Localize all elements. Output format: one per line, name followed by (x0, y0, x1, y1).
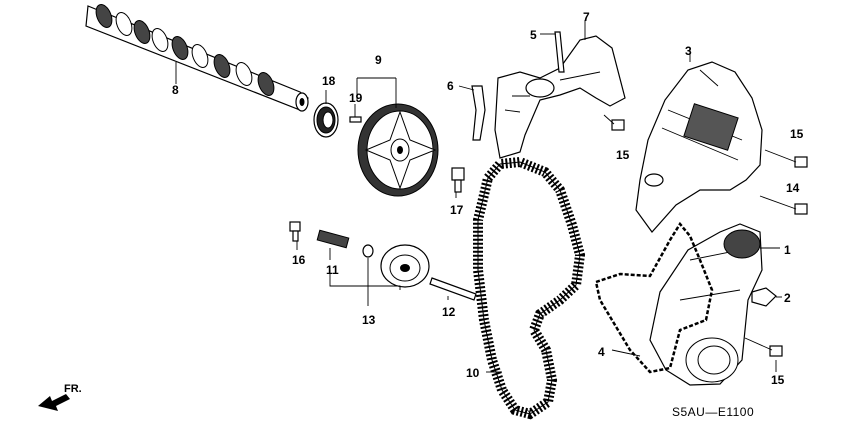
callout-19: 19 (349, 91, 363, 105)
callout-7: 7 (583, 10, 590, 24)
lower-cover (649, 223, 763, 386)
callout-18: 18 (322, 74, 336, 88)
tensioner-spring (316, 229, 350, 249)
bolt-14-shape (759, 195, 808, 215)
callout-15: 15 (616, 148, 630, 162)
seal-strip-5 (554, 31, 565, 73)
callout-1: 1 (784, 243, 791, 257)
direction-label: FR. (64, 383, 82, 395)
camshaft-lobe (115, 12, 133, 36)
oil-seal (313, 102, 339, 138)
callout-17: 17 (450, 203, 464, 217)
callout-12: 12 (442, 305, 456, 319)
callout-11: 11 (326, 263, 339, 277)
bolt-17-shape (451, 167, 465, 193)
camshaft-lobe (133, 20, 151, 44)
upper-cover (635, 61, 763, 233)
camshaft-pulley (357, 103, 439, 197)
front-direction-arrow: FR. (38, 383, 82, 411)
camshaft-lobe (95, 4, 113, 28)
leader-lines (175, 20, 782, 373)
camshaft-lobe (171, 36, 189, 60)
callout-15: 15 (790, 127, 804, 141)
callout-10: 10 (466, 366, 480, 380)
timing-belt (473, 156, 586, 420)
callout-14: 14 (786, 181, 800, 195)
callout-4: 4 (598, 345, 605, 359)
camshaft-lobe (235, 62, 253, 86)
bolt-15-right-shape (764, 149, 808, 168)
camshaft-lobe (151, 28, 169, 52)
camshaft-lobe (191, 44, 209, 68)
camshaft-lobe (257, 72, 275, 96)
callout-6: 6 (447, 79, 454, 93)
diagram-code: S5AU—E1100 (672, 405, 754, 419)
back-cover (494, 35, 626, 159)
callout-13: 13 (362, 313, 376, 327)
callout-5: 5 (530, 28, 537, 42)
callout-15: 15 (771, 373, 785, 387)
washer-small (362, 244, 374, 258)
clip (751, 287, 777, 307)
bolt-16-shape (289, 221, 301, 242)
camshaft (85, 4, 309, 112)
callout-3: 3 (685, 44, 692, 58)
bolt-15-upper-shape (603, 114, 625, 131)
bolt-12-shape (429, 277, 477, 301)
pin (349, 116, 362, 123)
callout-16: 16 (292, 253, 306, 267)
bolt-15-lower-shape (744, 337, 783, 357)
callout-2: 2 (784, 291, 791, 305)
camshaft-lobe (213, 54, 231, 78)
cover-gasket (594, 221, 714, 374)
seal-strip-6 (471, 85, 486, 141)
callout-9: 9 (375, 53, 382, 67)
tensioner-pulley (380, 244, 430, 288)
callout-8: 8 (172, 83, 179, 97)
